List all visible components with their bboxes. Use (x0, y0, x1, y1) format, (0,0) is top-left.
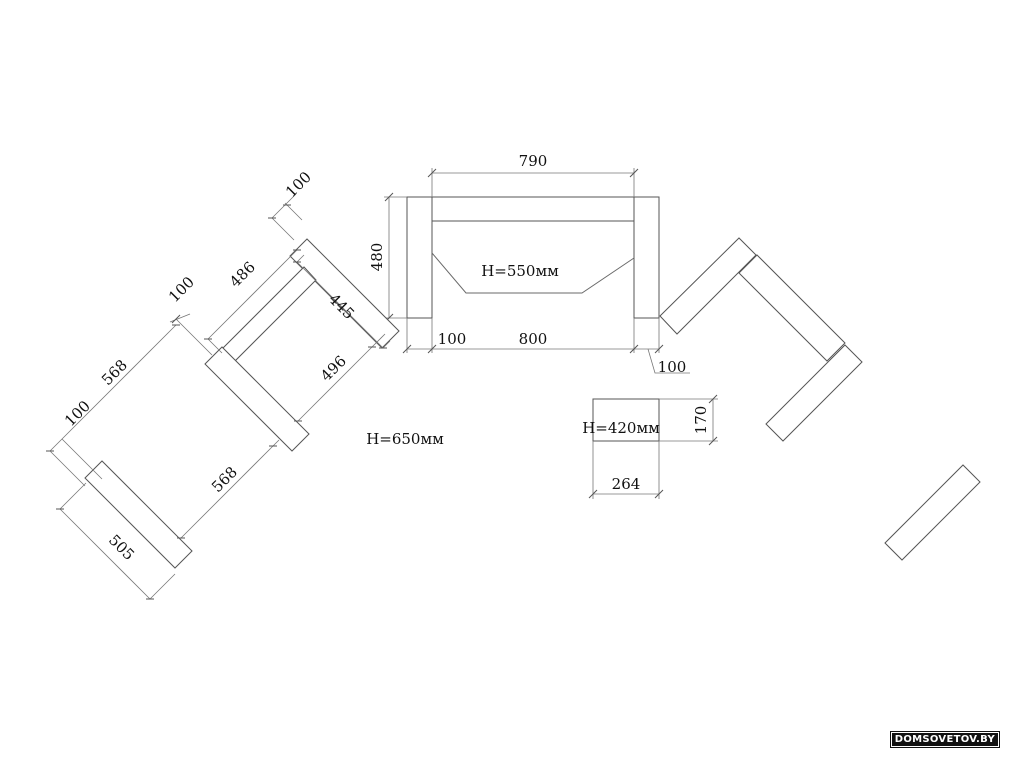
right-assembly (659, 237, 863, 442)
dimension-480-label: 480 (368, 243, 386, 272)
middle-top-board (431, 196, 635, 222)
dimension-100-left-upper-label: 100 (165, 273, 198, 306)
right-lower-board (765, 344, 863, 442)
far-right-board (884, 464, 981, 561)
height-550-label: H=550мм (481, 262, 559, 280)
dimension-480: 480 (368, 192, 407, 323)
height-420-label: H=420мм (582, 419, 660, 437)
dimension-100-left-lower-label: 100 (61, 397, 94, 430)
dimension-790-label: 790 (519, 152, 548, 170)
dimension-170-label: 170 (692, 406, 710, 435)
dimension-100-right-label: 100 (658, 358, 687, 376)
dimension-800-label: 800 (519, 330, 548, 348)
dimension-790: 790 (427, 152, 639, 197)
dimension-800: 100 800 100 (402, 318, 690, 376)
dimension-568-lower: 568 (177, 439, 280, 539)
dimension-100-left-upper: 100 (165, 273, 213, 356)
right-side-board (738, 254, 846, 362)
small-cube: 170 264 H=420мм (582, 394, 718, 499)
dimension-100-left-label: 100 (438, 330, 467, 348)
middle-left-post (406, 196, 433, 319)
left-middle-board (204, 346, 310, 452)
right-upper-board (659, 237, 757, 335)
middle-assembly (406, 196, 660, 319)
middle-right-post (633, 196, 660, 319)
left-lower-board (84, 460, 193, 569)
dimension-496: 496 (294, 333, 386, 422)
watermark: DOMSOVETOV.BY (889, 731, 1001, 748)
left-upper-side-board (289, 238, 400, 349)
dimension-568-lower-label: 568 (208, 463, 241, 496)
small-cube-face (592, 398, 660, 442)
dimension-568-upper-label: 568 (98, 356, 131, 389)
dimension-100-top-label: 100 (282, 168, 315, 201)
middle-bottom-cutout (431, 252, 635, 294)
dimension-568-upper: 568 (46, 324, 180, 452)
height-650-label: H=650мм (366, 430, 444, 448)
dimension-100-top: 100 (268, 168, 315, 241)
dimension-496-label: 496 (317, 352, 350, 385)
dimension-486-label: 486 (226, 258, 259, 291)
dimension-264-label: 264 (612, 475, 641, 493)
left-assembly (84, 238, 400, 569)
